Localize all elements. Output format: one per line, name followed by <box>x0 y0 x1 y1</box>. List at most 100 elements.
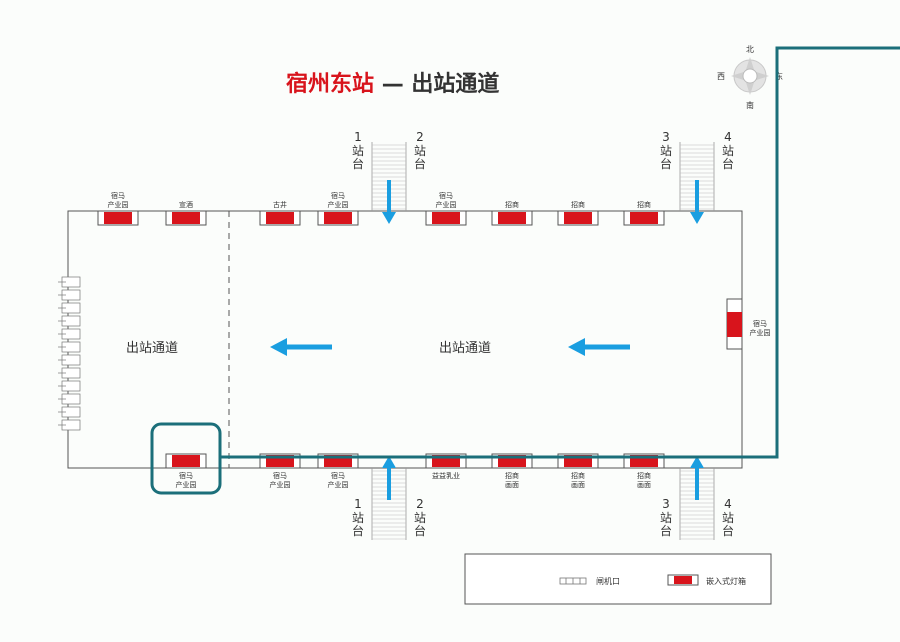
svg-text:台: 台 <box>722 156 734 171</box>
lightbox-top-6: 招商 <box>491 200 533 226</box>
stair-arrow-icon <box>690 456 704 500</box>
lightbox-label: 宣酒 <box>179 200 193 209</box>
gate-icon <box>58 419 81 431</box>
lightbox-label: 古井 <box>273 200 287 209</box>
lightbox-top-7: 招商 <box>557 200 599 226</box>
gate-bank <box>58 276 81 431</box>
gate-icon <box>58 328 81 340</box>
bottom-lightbox-row: 宿马产业园宿马产业园宿马产业园益益乳业招商画面招商画面招商画面 <box>165 453 665 489</box>
svg-text:台: 台 <box>660 156 672 171</box>
svg-text:台: 台 <box>414 523 426 538</box>
exit-arrow-left-icon <box>270 338 332 356</box>
hall-outline <box>67 210 743 469</box>
compass-east: 东 <box>775 71 783 81</box>
svg-text:站: 站 <box>352 511 364 525</box>
compass-north: 北 <box>746 45 754 54</box>
lightbox-label: 宿马 <box>179 471 193 480</box>
svg-text:3: 3 <box>662 130 670 144</box>
gate-icon <box>58 341 81 353</box>
gate-icon <box>58 354 81 366</box>
lightbox-label: 宿马 <box>111 191 125 200</box>
compass-west: 西 <box>717 72 725 81</box>
top-lightbox-row: 宿马产业园宣酒古井宿马产业园宿马产业园招商招商招商 <box>97 191 665 226</box>
legend: 闸机口 嵌入式灯箱 <box>464 553 772 605</box>
svg-text:2: 2 <box>416 130 424 144</box>
title-subtitle: 出站通道 <box>411 72 500 97</box>
staircase-1-2-bottom <box>371 456 407 540</box>
lightbox-legend-icon <box>667 574 699 586</box>
svg-text:台: 台 <box>722 523 734 538</box>
stair-arrow-icon <box>382 456 396 500</box>
platform-4-bottom: 4 站 台 <box>722 497 734 538</box>
svg-text:宿马: 宿马 <box>753 319 767 328</box>
lightbox-label: 招商 <box>571 471 585 480</box>
staircase-1-2-top <box>371 142 407 224</box>
lightbox-label: 招商 <box>505 200 519 209</box>
gate-icon <box>58 315 81 327</box>
lightbox-label: 宿马 <box>331 471 345 480</box>
legend-gate-label: 闸机口 <box>596 576 620 586</box>
platform-1-bottom: 1 站 台 <box>352 497 364 538</box>
svg-text:站: 站 <box>660 144 672 158</box>
lightbox-label: 产业园 <box>328 200 349 209</box>
svg-text:站: 站 <box>660 511 672 525</box>
svg-text:台: 台 <box>660 523 672 538</box>
svg-text:站: 站 <box>414 144 426 158</box>
lightbox-right: 宿马 产业园 <box>726 298 771 350</box>
staircase-3-4-bottom <box>679 456 715 540</box>
staircases <box>371 142 715 540</box>
svg-text:台: 台 <box>352 156 364 171</box>
platform-4-top: 4 站 台 <box>722 130 734 171</box>
lightbox-top-2: 宣酒 <box>165 200 207 226</box>
gate-icon <box>58 302 81 314</box>
svg-text:站: 站 <box>722 144 734 158</box>
lightbox-label: 画面 <box>505 481 519 489</box>
gate-icon <box>58 276 81 288</box>
lightbox-label: 产业园 <box>270 480 291 489</box>
gate-icon <box>58 289 81 301</box>
platform-2-top: 2 站 台 <box>414 130 426 171</box>
lightbox-label: 产业园 <box>176 480 197 489</box>
stair-arrow-icon <box>690 180 704 224</box>
staircase-3-4-top <box>679 142 715 224</box>
svg-text:产业园: 产业园 <box>750 328 771 337</box>
lightbox-label: 招商 <box>571 200 585 209</box>
hall-label-left: 出站通道 <box>126 341 178 356</box>
lightbox-label: 宿马 <box>439 191 453 200</box>
svg-text:站: 站 <box>352 144 364 158</box>
platform-1-top: 1 站 台 <box>352 130 364 171</box>
lightbox-label: 宿马 <box>331 191 345 200</box>
lightbox-top-3: 古井 <box>259 200 301 226</box>
lightbox-label: 招商 <box>505 471 519 480</box>
stair-arrow-icon <box>382 180 396 224</box>
lightbox-label: 招商 <box>637 200 651 209</box>
gate-legend-icon <box>559 577 587 585</box>
svg-text:1: 1 <box>354 130 362 144</box>
lightbox-label: 画面 <box>571 481 585 489</box>
lightbox-label: 产业园 <box>436 200 457 209</box>
exit-arrow-right-icon <box>568 338 630 356</box>
svg-text:4: 4 <box>724 497 732 511</box>
platform-3-bottom: 3 站 台 <box>660 497 672 538</box>
svg-text:2: 2 <box>416 497 424 511</box>
platform-3-top: 3 站 台 <box>660 130 672 171</box>
svg-text:台: 台 <box>352 523 364 538</box>
legend-lightbox-label: 嵌入式灯箱 <box>706 576 746 586</box>
lightbox-label: 宿马 <box>273 471 287 480</box>
gate-icon <box>58 393 81 405</box>
title-separator: — <box>381 72 404 97</box>
lightbox-label: 画面 <box>637 481 651 489</box>
compass-rose-icon: 北 南 西 东 <box>717 45 783 110</box>
compass-south: 南 <box>746 100 754 110</box>
svg-text:站: 站 <box>414 511 426 525</box>
